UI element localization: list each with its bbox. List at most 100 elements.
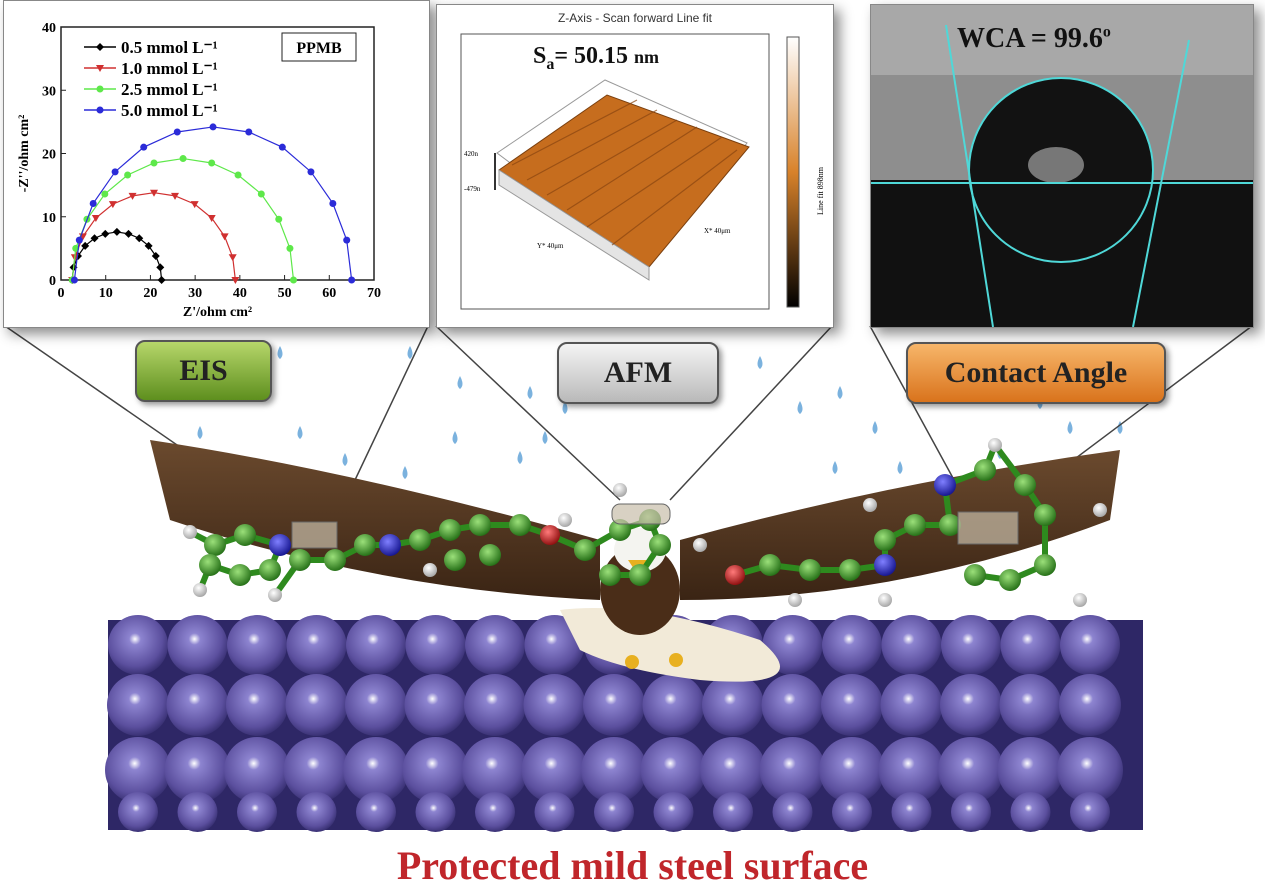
carbon-atom <box>444 549 466 571</box>
water-drop <box>277 346 283 359</box>
x-tick-label: 70 <box>367 286 381 301</box>
steel-atom <box>524 615 585 675</box>
water-drop <box>897 461 903 474</box>
z-max-label: 420n <box>464 150 479 158</box>
steel-atom <box>821 674 883 736</box>
oxygen-atom <box>540 525 560 545</box>
y-tick-label: 10 <box>42 211 56 226</box>
data-point <box>257 190 265 198</box>
carbon-atom <box>599 564 621 586</box>
water-drop <box>797 401 803 414</box>
water-drop <box>837 386 843 399</box>
hydrogen-atom <box>878 593 892 607</box>
data-point <box>343 236 351 244</box>
steel-atom <box>640 737 707 803</box>
steel-atom <box>177 792 218 832</box>
colorbar <box>786 36 800 308</box>
data-point <box>108 201 117 209</box>
carbon-atom <box>479 544 501 566</box>
contact-angle-panel: WCA = 99.6o <box>870 4 1254 328</box>
steel-atom <box>700 737 766 803</box>
carbon-atom <box>1034 504 1056 526</box>
steel-atom <box>404 674 467 736</box>
steel-atom <box>581 737 647 803</box>
steel-atom <box>107 674 169 736</box>
caption: Protected mild steel surface <box>396 843 869 886</box>
steel-atom <box>343 737 409 803</box>
series-3 <box>70 123 356 284</box>
steel-atom <box>1059 674 1121 736</box>
data-point <box>179 155 187 163</box>
data-point <box>75 236 83 244</box>
data-point <box>101 190 109 198</box>
nitrogen-atom <box>874 554 896 576</box>
water-drop <box>527 386 533 399</box>
steel-atom <box>832 792 872 832</box>
data-point <box>96 106 104 114</box>
data-point <box>112 227 121 236</box>
wca-label: WCA = 99.6o <box>957 23 1111 55</box>
steel-atom <box>296 792 337 832</box>
carbon-atom <box>259 559 281 581</box>
hydrogen-atom <box>193 583 207 597</box>
hydrogen-atom <box>268 588 282 602</box>
hydrogen-atom <box>863 498 877 512</box>
steel-atom <box>118 792 158 832</box>
data-point <box>156 263 165 272</box>
x-tick-label: 40 <box>233 286 247 301</box>
afm-title: Z-Axis - Scan forward Line fit <box>557 11 713 25</box>
sa-symbol: S <box>533 43 547 69</box>
steel-atom <box>286 615 347 675</box>
steel-atom <box>880 674 943 736</box>
steel-atom <box>108 615 168 675</box>
carbon-atom <box>999 569 1021 591</box>
steel-atom <box>1010 792 1051 832</box>
colorbar-label: Line fit 898nm <box>816 166 825 215</box>
y-axis-label: Y* 40μm <box>537 242 564 250</box>
steel-atom <box>702 674 764 736</box>
y-tick-label: 20 <box>42 148 56 163</box>
steel-atom <box>891 792 932 832</box>
eis-tag: EIS <box>135 340 272 402</box>
x-tick-label: 30 <box>188 286 202 301</box>
data-point <box>96 65 104 72</box>
droplet-image <box>871 5 1253 327</box>
afm-image: 420n -479n Y* 40μm X* 40μm Line fit 898n… <box>460 33 825 310</box>
data-point <box>231 277 240 284</box>
steel-atom <box>1000 615 1061 675</box>
carbon-atom <box>974 459 996 481</box>
steel-atom <box>759 737 826 803</box>
steel-atom <box>997 737 1064 803</box>
steel-atom <box>167 615 228 675</box>
hydrogen-atom <box>693 538 707 552</box>
steel-atom <box>999 674 1062 736</box>
x-axis-label: X* 40μm <box>704 227 731 235</box>
steel-atom <box>761 674 824 736</box>
carbon-atom <box>234 524 256 546</box>
sa-sub: a <box>546 55 555 73</box>
steel-atom <box>164 737 231 803</box>
z-min-label: -479n <box>464 185 481 193</box>
steel-atom <box>415 792 456 832</box>
inset-label: PPMB <box>296 40 342 57</box>
water-drop <box>562 401 568 414</box>
series-2 <box>68 155 298 284</box>
x-tick-label: 10 <box>99 286 113 301</box>
sa-value: = 50.15 <box>554 43 629 69</box>
carbon-atom <box>799 559 821 581</box>
hydrogen-atom <box>1073 593 1087 607</box>
data-point <box>290 276 298 284</box>
adsorption-boxes <box>291 503 1019 549</box>
steel-atom <box>345 674 407 736</box>
water-drop <box>342 453 348 466</box>
steel-atom <box>523 674 586 736</box>
steel-atom <box>105 737 171 803</box>
roughness-label: Sa= 50.15 nm <box>533 43 659 74</box>
steel-atom <box>224 737 290 803</box>
carbon-atom <box>874 529 896 551</box>
steel-atom <box>402 737 469 803</box>
legend-label: 2.5 mmol L⁻¹ <box>121 80 218 99</box>
steel-atom <box>534 792 575 832</box>
